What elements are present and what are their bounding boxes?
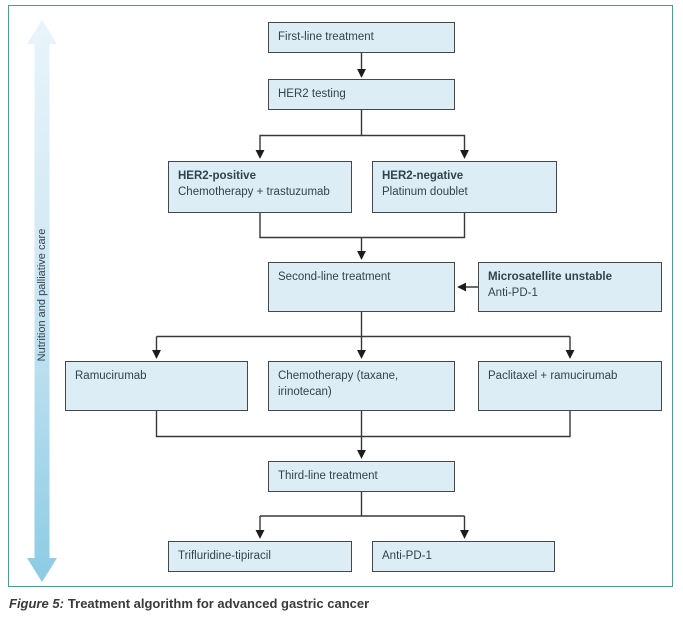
node-second-line-treatment: Second-line treatment bbox=[268, 262, 455, 312]
node-label: Second-line treatment bbox=[278, 271, 391, 283]
node-her2-positive: HER2-positive Chemotherapy + trastuzumab bbox=[168, 161, 352, 213]
node-title: HER2-negative bbox=[382, 170, 464, 182]
node-paclitaxel-ramucirumab: Paclitaxel + ramucirumab bbox=[478, 361, 662, 411]
node-label: Trifluridine-tipiracil bbox=[178, 549, 271, 562]
node-anti-pd-1: Anti-PD-1 bbox=[372, 541, 555, 572]
node-microsatellite-unstable: Microsatellite unstable Anti-PD-1 bbox=[478, 262, 662, 312]
node-ramucirumab: Ramucirumab bbox=[65, 361, 248, 411]
figure-caption: Figure 5:Treatment algorithm for advance… bbox=[9, 596, 369, 611]
node-detail: Anti-PD-1 bbox=[488, 286, 538, 299]
node-label: HER2 testing bbox=[278, 87, 346, 100]
node-title: Microsatellite unstable bbox=[488, 271, 612, 283]
figure-caption-number: Figure 5: bbox=[9, 596, 64, 611]
node-detail: Platinum doublet bbox=[382, 185, 468, 198]
figure-caption-text: Treatment algorithm for advanced gastric… bbox=[67, 596, 370, 611]
node-label: Paclitaxel + ramucirumab bbox=[488, 370, 618, 382]
node-first-line-treatment: First-line treatment bbox=[268, 22, 455, 53]
node-her2-negative: HER2-negative Platinum doublet bbox=[372, 161, 557, 213]
node-detail: Chemotherapy + trastuzumab bbox=[178, 185, 330, 198]
node-label: Ramucirumab bbox=[75, 370, 147, 382]
node-her2-testing: HER2 testing bbox=[268, 79, 455, 110]
node-trifluridine-tipiracil: Trifluridine-tipiracil bbox=[168, 541, 352, 572]
node-title: HER2-positive bbox=[178, 170, 256, 182]
node-label: First-line treatment bbox=[278, 30, 374, 43]
node-label: Chemotherapy (taxane, irinotecan) bbox=[278, 370, 399, 398]
node-label: Anti-PD-1 bbox=[382, 549, 432, 562]
node-third-line-treatment: Third-line treatment bbox=[268, 461, 455, 492]
node-chemotherapy-taxane-irinotecan: Chemotherapy (taxane, irinotecan) bbox=[268, 361, 455, 411]
node-label: Third-line treatment bbox=[278, 469, 378, 482]
